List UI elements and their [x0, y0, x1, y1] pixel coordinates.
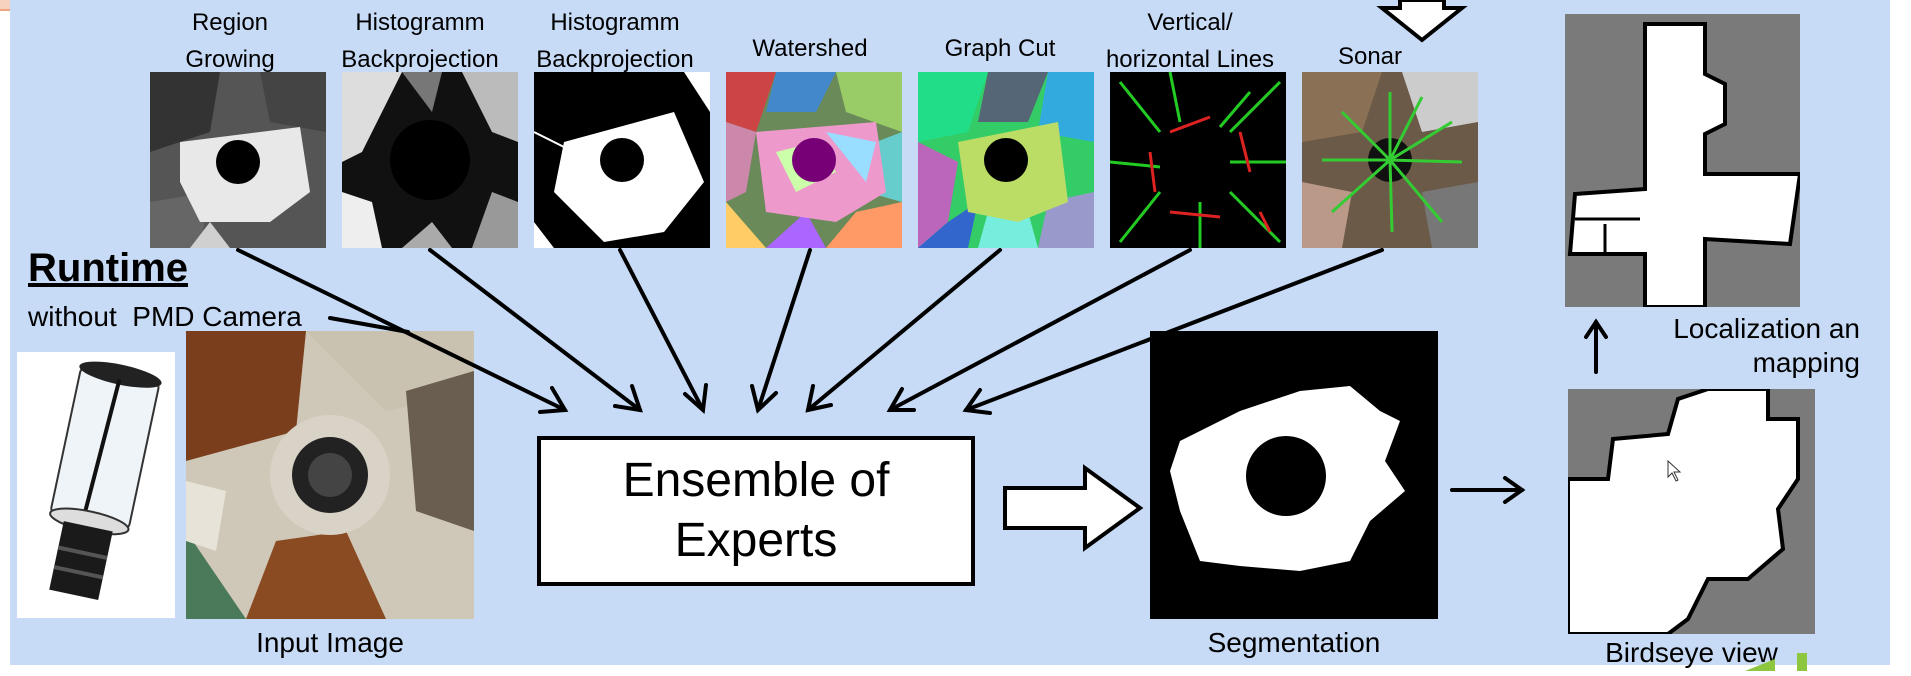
- lines-image: [1110, 72, 1286, 248]
- input-image: [186, 331, 474, 619]
- histogram-backprojection-1-image: [342, 72, 518, 248]
- arrow-histogram-2: [618, 248, 708, 415]
- method-label-lines: Vertical/horizontal Lines: [1105, 9, 1275, 73]
- localization-label: Localization an mapping: [1673, 313, 1860, 378]
- segmentation-image: [1150, 331, 1438, 619]
- arrow-histogram-1: [428, 248, 643, 413]
- arrow-lines: [886, 248, 1192, 412]
- method-label-watershed: Watershed: [752, 35, 868, 62]
- birdseye-view-image: [1568, 389, 1815, 634]
- ensemble-of-experts-box: Ensemble of Experts: [537, 436, 975, 586]
- arrow-watershed: [750, 248, 812, 414]
- region-growing-image: [150, 72, 326, 248]
- ensemble-line-2: Experts: [674, 514, 838, 567]
- histogram-backprojection-2-image: [534, 72, 710, 248]
- arrow-to-map: [1584, 318, 1608, 374]
- birdseye-label: Birdseye view: [1605, 637, 1778, 668]
- block-arrow-right: [1003, 464, 1144, 552]
- graph-cut-image: [918, 72, 1094, 248]
- method-label-graph-cut: Graph Cut: [944, 35, 1056, 62]
- arrow-runtime-line: [328, 316, 410, 334]
- arrow-graph-cut: [805, 248, 1002, 413]
- method-label-sonar: Sonar: [1337, 43, 1403, 70]
- occupancy-map-image: [1565, 14, 1800, 307]
- block-arrow-down: [1376, 0, 1468, 43]
- input-image-label: Input Image: [256, 627, 404, 658]
- runtime-subtitle: without PMD Camera: [28, 301, 302, 332]
- ensemble-line-1: Ensemble of: [622, 454, 890, 507]
- sonar-image: [1302, 72, 1478, 248]
- runtime-title: Runtime: [28, 246, 188, 290]
- segmentation-label: Segmentation: [1207, 627, 1381, 658]
- arrow-sonar: [962, 248, 1384, 415]
- omnidirectional-camera-image: [17, 352, 175, 618]
- arrow-to-birdseye: [1450, 476, 1526, 504]
- watershed-image: [726, 72, 902, 248]
- logo-mark: [1745, 653, 1845, 671]
